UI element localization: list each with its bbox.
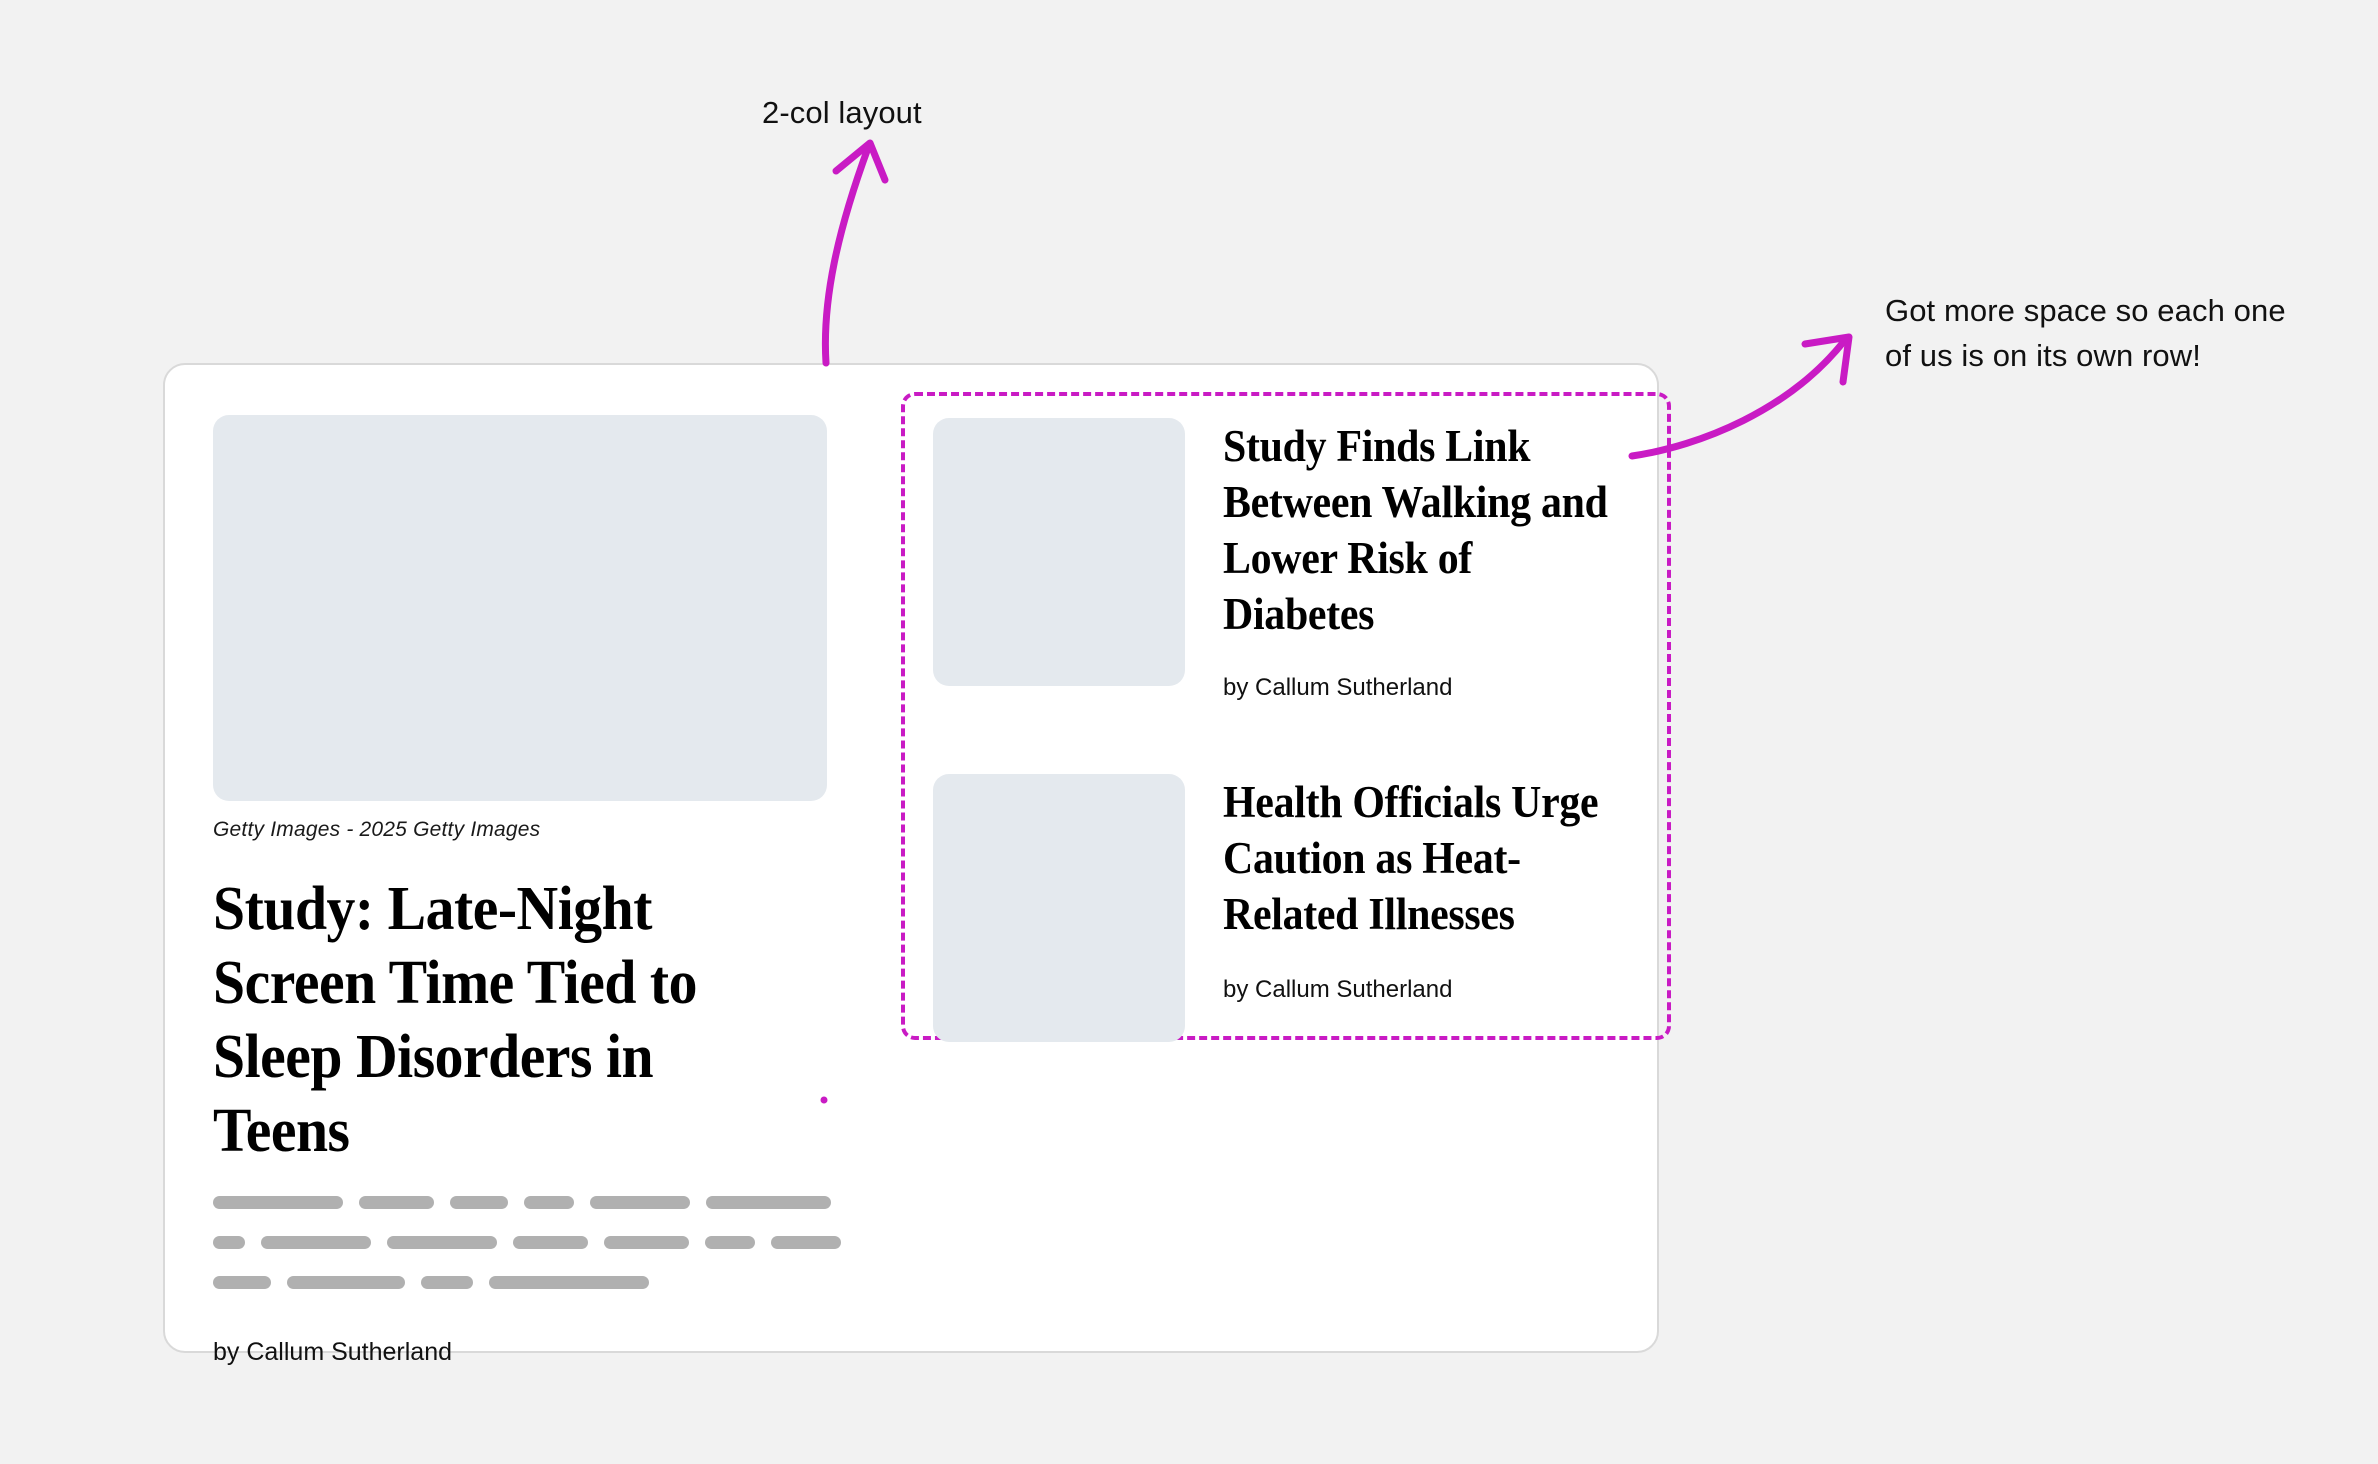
thumbnail-placeholder [933,774,1185,1042]
body-text-skeleton-word [524,1195,574,1209]
secondary-story-text: Study Finds Link Between Walking and Low… [1185,418,1641,702]
annotation-label-2col-layout: 2-col layout [762,95,922,130]
body-text-skeleton-word [359,1195,434,1209]
body-text-skeleton-word [287,1275,405,1289]
body-text-skeleton-word [387,1235,497,1249]
body-text-skeleton-word [706,1195,831,1209]
body-text-skeleton-row [213,1262,865,1302]
secondary-story-item[interactable]: Health Officials Urge Caution as Heat-Re… [933,774,1641,1042]
secondary-story-text: Health Officials Urge Caution as Heat-Re… [1185,774,1641,1004]
arrow-head-left [832,139,889,184]
arrow-head-right [1801,333,1853,386]
secondary-story-item[interactable]: Study Finds Link Between Walking and Low… [933,418,1641,702]
secondary-story-byline: by Callum Sutherland [1223,976,1453,1003]
body-text-skeleton [213,1182,865,1302]
body-text-skeleton-word [450,1195,508,1209]
article-card: Getty Images - 2025 Getty Images Study: … [163,363,1671,1366]
body-text-skeleton-word [705,1235,755,1249]
secondary-stories-highlight-group: Study Finds Link Between Walking and Low… [901,392,1671,1042]
body-text-skeleton-word [213,1275,271,1289]
arrow-shaft-left [821,144,872,367]
body-text-skeleton-word [513,1235,588,1249]
body-text-skeleton-word [489,1275,649,1289]
secondary-story-headline[interactable]: Health Officials Urge Caution as Heat-Re… [1223,777,1599,939]
body-text-skeleton-word [213,1235,245,1249]
body-text-skeleton-word [213,1195,343,1209]
lead-story-byline: by Callum Sutherland [213,1338,453,1366]
lead-story-column[interactable]: Getty Images - 2025 Getty Images Study: … [165,365,865,1366]
annotation-label-own-row: Got more space so each one of us is on i… [1885,293,2295,373]
body-text-skeleton-word [261,1235,371,1249]
hero-image-placeholder [213,415,827,801]
hero-image-caption: Getty Images - 2025 Getty Images [213,818,541,841]
secondary-story-byline: by Callum Sutherland [1223,674,1453,701]
thumbnail-placeholder [933,418,1185,686]
body-text-skeleton-word [421,1275,473,1289]
body-text-skeleton-row [213,1182,865,1222]
body-text-skeleton-word [771,1235,841,1249]
body-text-skeleton-word [590,1195,690,1209]
card-layout-two-column: Getty Images - 2025 Getty Images Study: … [165,365,1671,1366]
body-text-skeleton-row [213,1222,865,1262]
body-text-skeleton-word [604,1235,689,1249]
secondary-stories-column: Study Finds Link Between Walking and Low… [865,365,1671,1351]
secondary-story-headline[interactable]: Study Finds Link Between Walking and Low… [1223,421,1608,639]
lead-story-headline[interactable]: Study: Late-Night Screen Time Tied to Sl… [213,875,697,1165]
